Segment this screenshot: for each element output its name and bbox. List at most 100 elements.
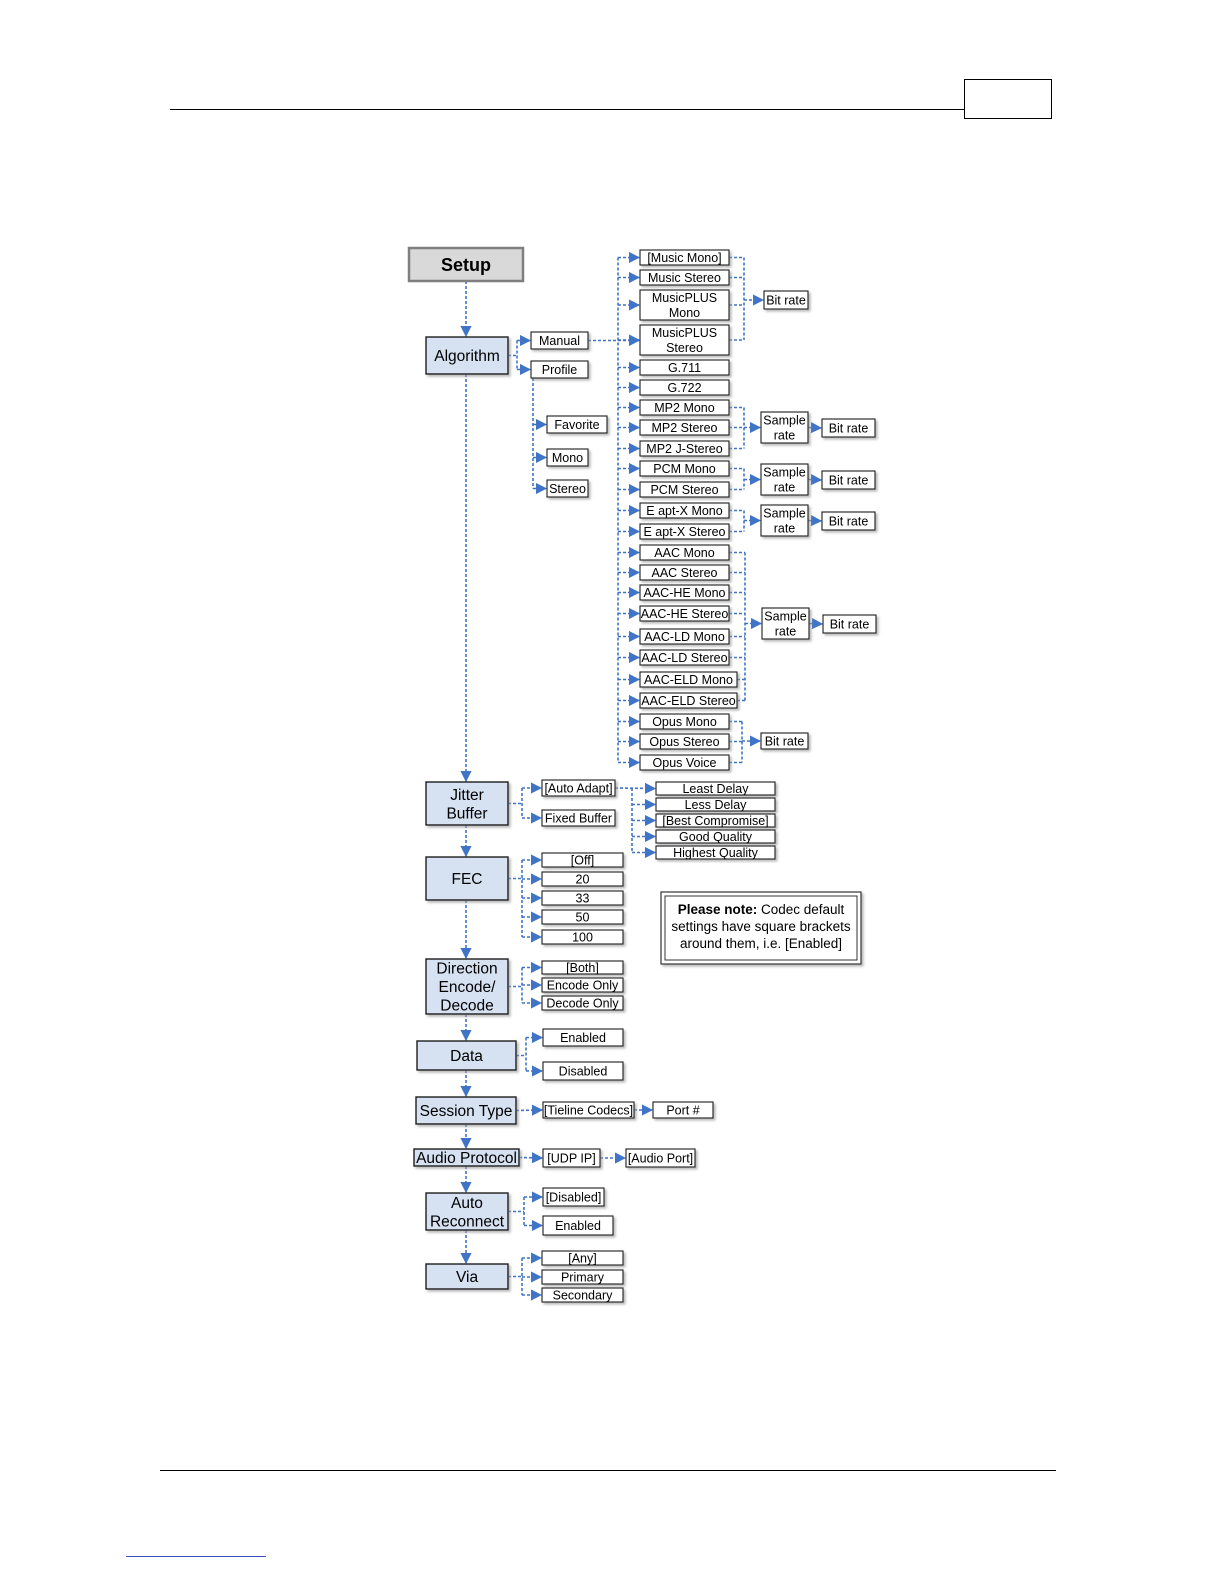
node-fec-50-label: 50 bbox=[576, 911, 590, 925]
node-eaptx-stereo-box bbox=[639, 523, 730, 540]
node-ar-enabled-label: Enabled bbox=[555, 1219, 601, 1233]
node-port-num-box bbox=[652, 1101, 714, 1119]
node-bitrate-music: Bit rate bbox=[763, 290, 809, 310]
node-fixed-buffer-box bbox=[541, 809, 616, 827]
node-audio-protocol: Audio Protocol bbox=[413, 1148, 520, 1167]
node-dir-both-box bbox=[541, 960, 624, 975]
node-musicplus-stereo-box bbox=[639, 324, 730, 356]
node-fec-100-label: 100 bbox=[572, 931, 593, 945]
node-samplerate-eaptx-label: rate bbox=[774, 522, 796, 536]
node-least-delay-label: Least Delay bbox=[682, 782, 749, 796]
node-musicplus-mono-label: MusicPLUS bbox=[652, 291, 717, 305]
node-aaceld-mono-box bbox=[639, 671, 738, 688]
node-opus-mono-box bbox=[639, 713, 730, 730]
node-profile: Profile bbox=[530, 360, 589, 379]
node-via: Via bbox=[425, 1263, 509, 1290]
node-aaceld-stereo: AAC-ELD Stereo bbox=[639, 692, 738, 709]
node-algorithm-label: Algorithm bbox=[434, 348, 499, 365]
node-setup-label: Setup bbox=[441, 255, 491, 275]
node-best-compromise-label: [Best Compromise] bbox=[662, 814, 768, 828]
node-ar-disabled-label: [Disabled] bbox=[546, 1191, 602, 1205]
node-samplerate-aac-label: Sample bbox=[764, 610, 806, 624]
node-profile-label: Profile bbox=[542, 363, 577, 377]
node-udp-ip-box bbox=[542, 1148, 601, 1168]
node-dir-encode-box bbox=[541, 977, 624, 993]
node-aacld-stereo: AAC-LD Stereo bbox=[639, 649, 730, 666]
node-good-quality-box bbox=[655, 829, 776, 844]
node-data-enabled-box bbox=[542, 1028, 624, 1047]
node-jitter-buffer-label: Buffer bbox=[446, 805, 487, 822]
node-bitrate-aac: Bit rate bbox=[822, 614, 877, 634]
node-musicplus-stereo-label: MusicPLUS bbox=[652, 326, 717, 340]
connector-samplerate-mp2-to-bitrate-mp2 bbox=[807, 422, 823, 434]
node-audio-port-label: [Audio Port] bbox=[628, 1152, 693, 1166]
node-mp2-stereo: MP2 Stereo bbox=[639, 419, 730, 436]
node-bitrate-pcm-box bbox=[821, 470, 876, 490]
node-manual-label: Manual bbox=[539, 334, 580, 348]
node-best-compromise: [Best Compromise] bbox=[655, 813, 776, 828]
node-eaptx-mono: E apt-X Mono bbox=[639, 502, 730, 519]
node-fec-off-label: [Off] bbox=[571, 854, 594, 868]
node-profile-mono-box bbox=[546, 448, 589, 467]
node-setup-box bbox=[407, 246, 525, 283]
node-session-type-box bbox=[415, 1096, 517, 1125]
node-aacld-mono-box bbox=[639, 628, 730, 645]
node-data-box bbox=[416, 1040, 517, 1071]
node-fec-20-label: 20 bbox=[576, 873, 590, 887]
node-aache-mono-box bbox=[639, 584, 730, 601]
node-session-type-label: Session Type bbox=[420, 1103, 513, 1120]
node-port-num-label: Port # bbox=[666, 1104, 699, 1118]
node-less-delay-label: Less Delay bbox=[685, 798, 748, 812]
node-pcm-stereo-label: PCM Stereo bbox=[650, 483, 718, 497]
node-aache-mono: AAC-HE Mono bbox=[639, 584, 730, 601]
node-mp2-jstereo: MP2 J-Stereo bbox=[639, 440, 730, 457]
node-data-label: Data bbox=[450, 1048, 483, 1065]
node-data-disabled-box bbox=[542, 1061, 624, 1081]
node-fec-100-box bbox=[541, 929, 624, 945]
node-dir-decode: Decode Only bbox=[541, 995, 624, 1011]
node-opus-stereo-box bbox=[639, 733, 730, 750]
node-data-disabled: Disabled bbox=[542, 1061, 624, 1081]
node-mp2-jstereo-box bbox=[639, 440, 730, 457]
node-profile-mono: Mono bbox=[546, 448, 589, 467]
node-aacld-stereo-label: AAC-LD Stereo bbox=[641, 651, 727, 665]
node-tieline-codecs-label: [Tieline Codecs] bbox=[544, 1104, 633, 1118]
node-via-primary-label: Primary bbox=[561, 1271, 605, 1285]
node-samplerate-pcm-box bbox=[760, 463, 809, 496]
page-number-box bbox=[964, 79, 1052, 119]
node-mp2-mono-label: MP2 Mono bbox=[654, 401, 714, 415]
node-aaceld-mono-label: AAC-ELD Mono bbox=[644, 673, 733, 687]
node-musicplus-mono-box bbox=[639, 289, 730, 321]
node-via-label: Via bbox=[456, 1269, 479, 1286]
footer-rule bbox=[160, 1470, 1056, 1471]
node-aacld-stereo-box bbox=[639, 649, 730, 666]
node-samplerate-mp2-label: rate bbox=[774, 429, 796, 443]
node-dir-both-label: [Both] bbox=[566, 961, 599, 975]
node-less-delay: Less Delay bbox=[655, 797, 776, 812]
node-eaptx-mono-box bbox=[639, 502, 730, 519]
node-music-mono: [Music Mono] bbox=[639, 249, 730, 266]
node-favorite-box bbox=[546, 415, 608, 434]
node-opus-voice-label: Opus Voice bbox=[653, 756, 717, 770]
node-direction-label: Direction bbox=[436, 960, 497, 977]
node-direction-label: Decode bbox=[440, 998, 493, 1015]
node-fec-20-box bbox=[541, 871, 624, 887]
node-dir-both: [Both] bbox=[541, 960, 624, 975]
node-tieline-codecs-box bbox=[542, 1101, 635, 1119]
node-jitter-buffer-label: Jitter bbox=[450, 787, 484, 804]
node-audio-protocol-box bbox=[413, 1148, 520, 1167]
node-bitrate-music-box bbox=[763, 290, 809, 310]
node-jitter-buffer-box bbox=[425, 781, 509, 826]
node-bitrate-mp2-label: Bit rate bbox=[829, 422, 869, 436]
node-bitrate-aac-box bbox=[822, 614, 877, 634]
node-via-secondary: Secondary bbox=[541, 1287, 624, 1303]
node-music-stereo-label: Music Stereo bbox=[648, 271, 721, 285]
node-fec-100: 100 bbox=[541, 929, 624, 945]
node-ar-enabled: Enabled bbox=[542, 1215, 614, 1236]
node-auto-adapt-box bbox=[541, 779, 616, 797]
